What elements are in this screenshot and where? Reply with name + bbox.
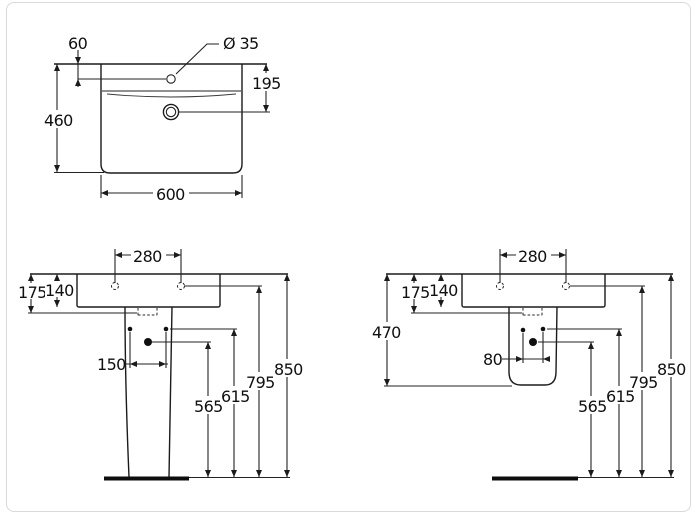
tap-hole-right [562,282,570,290]
plan-bowl-edge [106,93,237,98]
dim-tap-hole-height: 795 [570,285,658,477]
dim-tap-hole-diameter: Ø 35 [175,34,259,75]
dim-label: 280 [133,247,162,266]
hidden-waste-outline [522,308,543,316]
dim-drain-height: 565 [538,341,607,477]
dim-rear-to-drain: 195 [179,64,283,113]
dim-fixing-height: 615 [170,328,250,477]
plan-basin-outline [100,64,243,174]
waste-outlet-point [144,338,152,346]
tap-hole-left [496,282,504,290]
dim-drain-height: 565 [152,341,223,477]
dim-label: 280 [518,247,547,266]
dim-label: 80 [483,350,503,369]
fixing-point-right [540,326,546,332]
dim-tap-hole-height: 795 [184,285,275,477]
dim-label: 195 [252,74,281,93]
waste-outlet-point [529,338,537,346]
dim-label: 795 [629,373,658,392]
dim-tap-hole-from-rear: 60 [68,34,166,87]
dim-label: 795 [246,373,275,392]
fixing-point-left [127,326,133,332]
dim-label: 850 [657,360,686,379]
dim-label: 565 [578,397,607,416]
dim-label: 565 [194,397,223,416]
semi-pedestal-outline [508,306,558,386]
semi-pedestal-view: 280 175 140 470 [371,246,687,481]
dim-fixing-hole-spacing: 150 [97,332,168,374]
dim-rim-to-recess: 175 [18,274,137,314]
dim-rim-to-recess: 175 [401,274,522,314]
dim-width: 600 [100,175,243,204]
pedestal-left-edge [124,306,130,478]
dim-label: 150 [97,355,126,374]
dim-label: 615 [221,387,250,406]
dim-label: 175 [18,283,47,302]
leader-line [175,43,219,75]
hidden-waste-outline [137,308,158,316]
plan-view: Ø 35 60 195 460 [42,34,283,204]
dim-rim-thickness: 140 [45,274,75,307]
dim-rim-thickness: 140 [429,274,459,307]
dim-tap-hole-spacing: 280 [499,246,567,283]
dim-fixing-hole-spacing: 80 [483,332,550,369]
dim-label: Ø 35 [223,34,259,53]
dim-depth: 460 [42,64,104,174]
dim-label: 60 [68,34,88,53]
tap-hole-left [111,282,119,290]
plan-drain-outer [162,103,180,121]
dim-fixing-height: 615 [547,328,635,477]
basin-front-outline [76,274,221,308]
dim-label: 175 [401,283,430,302]
dim-shroud-drop: 470 [371,274,512,387]
dim-tap-hole-spacing: 280 [114,246,182,283]
dim-rim-height: 850 [656,274,687,477]
dim-rim-height: 850 [273,274,304,477]
pedestal-view: 280 175 140 150 [18,246,304,481]
tap-hole-right [177,282,185,290]
dim-label: 600 [156,185,185,204]
pedestal-right-edge [168,306,173,478]
fixing-point-left [520,327,526,333]
dim-label: 850 [274,360,303,379]
dim-label: 470 [372,323,401,342]
dim-label: 615 [606,387,635,406]
plan-tap-hole [166,74,176,84]
fixing-point-right [163,326,169,332]
dim-label: 460 [44,111,73,130]
plan-drain-inner [165,106,177,118]
basin-front-outline [461,274,606,308]
dim-label: 140 [45,281,74,300]
dim-label: 140 [429,281,458,300]
